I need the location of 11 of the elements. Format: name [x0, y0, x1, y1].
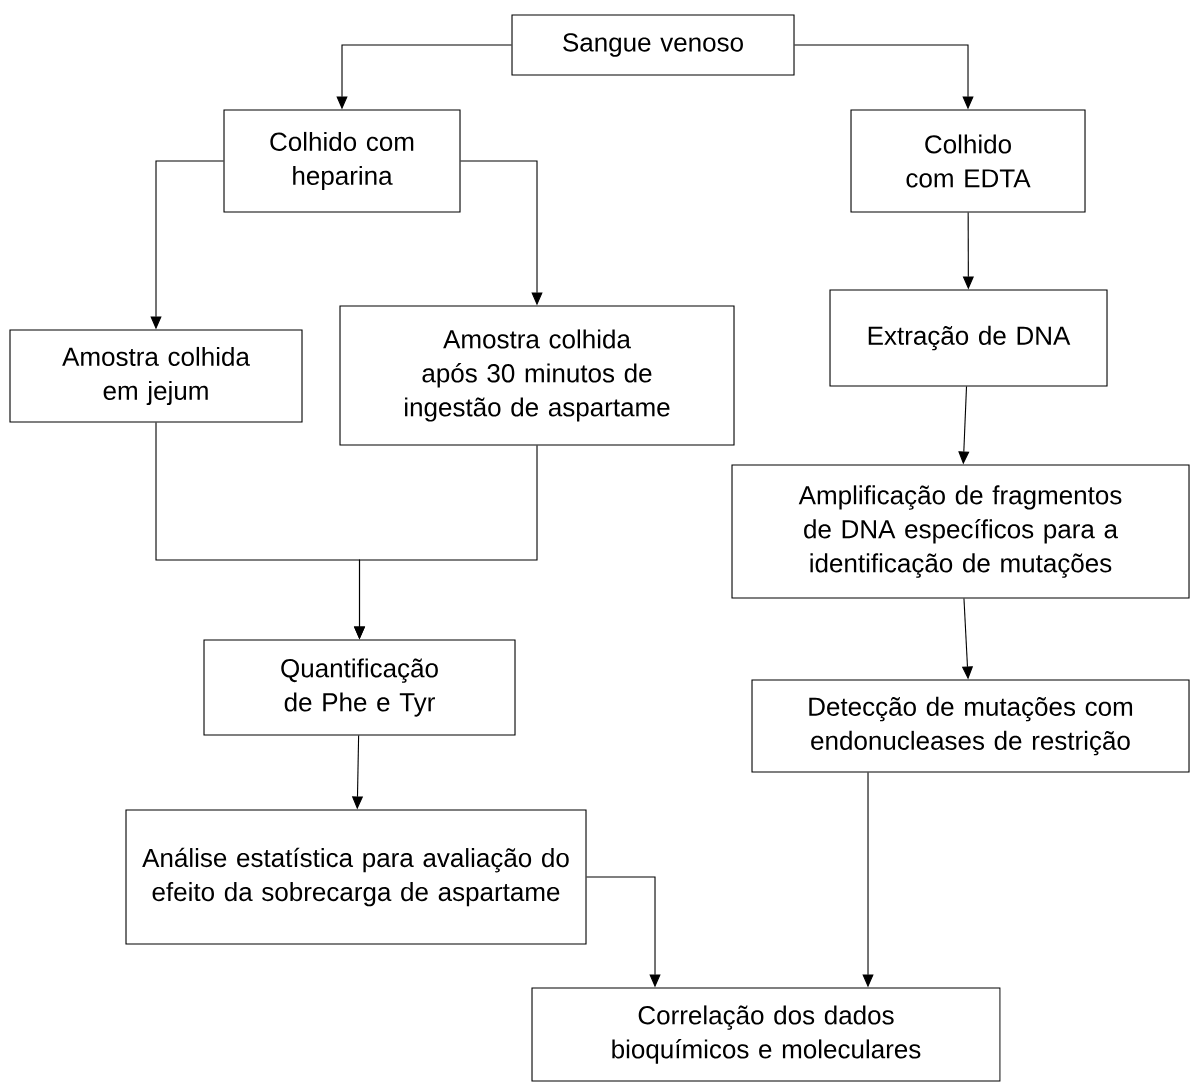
process-box: Extração de DNA — [829, 289, 1108, 387]
process-box: Colhido com heparina — [223, 109, 461, 213]
process-box: Análise estatística para avaliação do efeito da sobrecarga de aspartame — [125, 809, 587, 945]
process-box: Amostra colhida em jejum — [9, 329, 303, 423]
process-box: Amplificação de fragmentos de DNA específicos para a identificação de mutações — [731, 464, 1190, 599]
process-box: Amostra colhida após 30 minutos de ingestão de aspartame — [339, 305, 735, 446]
process-box: Correlação dos dados bioquímicos e moleculares — [531, 987, 1001, 1082]
process-box: Quantificação de Phe e Tyr — [203, 639, 516, 736]
process-box: Detecção de mutações com endonucleases de restrição — [751, 679, 1190, 773]
process-box: Sangue venoso — [511, 14, 795, 76]
process-box: Colhido com EDTA — [850, 109, 1086, 213]
